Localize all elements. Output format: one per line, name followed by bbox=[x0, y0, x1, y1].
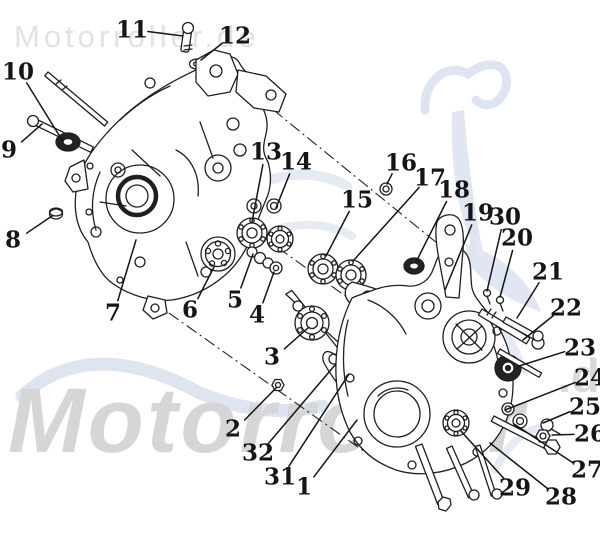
callout-number-15: 15 bbox=[341, 187, 373, 214]
stud-24 bbox=[496, 348, 543, 378]
bolt-11 bbox=[180, 21, 195, 53]
leader-line-1 bbox=[313, 419, 358, 478]
leader-line-21 bbox=[516, 282, 540, 319]
callout-number-17: 17 bbox=[414, 165, 446, 192]
stud-10 bbox=[44, 71, 109, 127]
callout-number-27: 27 bbox=[571, 457, 600, 484]
oil-seal-9 bbox=[55, 132, 81, 152]
leader-line-30 bbox=[486, 228, 502, 292]
leader-line-32 bbox=[267, 364, 336, 444]
callout-number-3: 3 bbox=[264, 344, 280, 371]
leader-line-12 bbox=[200, 42, 223, 61]
leader-line-28 bbox=[489, 442, 550, 490]
leader-line-3 bbox=[283, 327, 309, 350]
nut-2 bbox=[271, 378, 285, 392]
leader-line-11 bbox=[147, 30, 184, 37]
callout-number-29: 29 bbox=[499, 475, 531, 502]
callout-number-22: 22 bbox=[550, 295, 582, 322]
seal-18 bbox=[403, 257, 425, 275]
leader-line-24 bbox=[504, 381, 576, 411]
callout-number-31: 31 bbox=[264, 464, 296, 491]
callout-number-6: 6 bbox=[182, 297, 198, 324]
leader-line-20 bbox=[499, 249, 514, 298]
left-crankcase-half bbox=[26, 21, 287, 320]
leader-line-18 bbox=[416, 200, 448, 261]
leader-line-9 bbox=[20, 123, 43, 143]
callout-number-19: 19 bbox=[462, 200, 494, 227]
watermark-right-fragment: .de bbox=[558, 349, 600, 402]
leader-line-31 bbox=[288, 373, 350, 467]
leader-line-13 bbox=[251, 163, 264, 223]
callout-number-16: 16 bbox=[385, 150, 417, 177]
callout-number-14: 14 bbox=[280, 149, 312, 176]
callout-number-21: 21 bbox=[532, 259, 564, 286]
leader-line-23 bbox=[518, 350, 566, 367]
leader-line-26 bbox=[551, 433, 575, 436]
leader-line-4 bbox=[262, 271, 275, 304]
small-bolt-head bbox=[144, 77, 156, 89]
leader-line-10 bbox=[25, 82, 63, 141]
callout-number-9: 9 bbox=[1, 137, 17, 164]
callout-number-1: 1 bbox=[296, 474, 312, 501]
tiny-bolt-20 bbox=[495, 295, 505, 312]
bolt-21 bbox=[502, 316, 544, 342]
callout-number-24: 24 bbox=[574, 365, 600, 392]
bearing-15 bbox=[307, 253, 339, 285]
callout-number-12: 12 bbox=[219, 23, 251, 50]
callout-number-23: 23 bbox=[564, 335, 596, 362]
nut-26 bbox=[535, 429, 551, 443]
leader-line-14 bbox=[275, 173, 291, 209]
callout-number-26: 26 bbox=[574, 421, 600, 448]
callout-number-32: 32 bbox=[242, 440, 274, 467]
nut-8 bbox=[48, 207, 64, 220]
spacer-ring bbox=[266, 198, 282, 214]
callout-number-4: 4 bbox=[249, 302, 265, 329]
callout-number-7: 7 bbox=[105, 300, 121, 327]
leader-line-17 bbox=[352, 186, 420, 262]
callout-number-20: 20 bbox=[501, 225, 533, 252]
callout-number-5: 5 bbox=[227, 287, 243, 314]
leader-line-7 bbox=[117, 239, 137, 302]
callout-number-18: 18 bbox=[438, 177, 470, 204]
leader-line-6 bbox=[197, 266, 215, 300]
callout-number-28: 28 bbox=[545, 484, 577, 511]
callout-number-30: 30 bbox=[489, 204, 521, 231]
bearing-29 bbox=[442, 409, 470, 437]
washer-27 bbox=[512, 413, 528, 429]
callout-number-10: 10 bbox=[2, 59, 34, 86]
left-case-bore bbox=[105, 164, 175, 234]
leader-line-29 bbox=[459, 429, 505, 480]
leader-line-16 bbox=[386, 173, 393, 185]
callout-number-11: 11 bbox=[116, 17, 148, 44]
callout-number-8: 8 bbox=[5, 227, 21, 254]
callout-number-2: 2 bbox=[225, 416, 241, 443]
leader-line-19 bbox=[444, 224, 473, 291]
callout-number-13: 13 bbox=[250, 139, 282, 166]
bottom-bolt-c bbox=[474, 444, 503, 500]
leader-line-25 bbox=[542, 410, 571, 424]
bottom-bolt-a bbox=[414, 443, 452, 512]
leader-line-15 bbox=[325, 210, 351, 257]
callout-number-25: 25 bbox=[569, 394, 600, 421]
leader-line-27 bbox=[513, 423, 575, 464]
leader-line-5 bbox=[240, 253, 254, 289]
leader-line-2 bbox=[243, 387, 277, 421]
bottom-bolt-b bbox=[445, 445, 480, 501]
retainer-disc bbox=[200, 236, 236, 272]
leader-line-8 bbox=[25, 215, 53, 234]
leader-line-22 bbox=[522, 315, 554, 341]
ring-16 bbox=[379, 182, 393, 196]
bearing-14 bbox=[266, 225, 294, 253]
right-case-top-arm bbox=[435, 214, 464, 299]
